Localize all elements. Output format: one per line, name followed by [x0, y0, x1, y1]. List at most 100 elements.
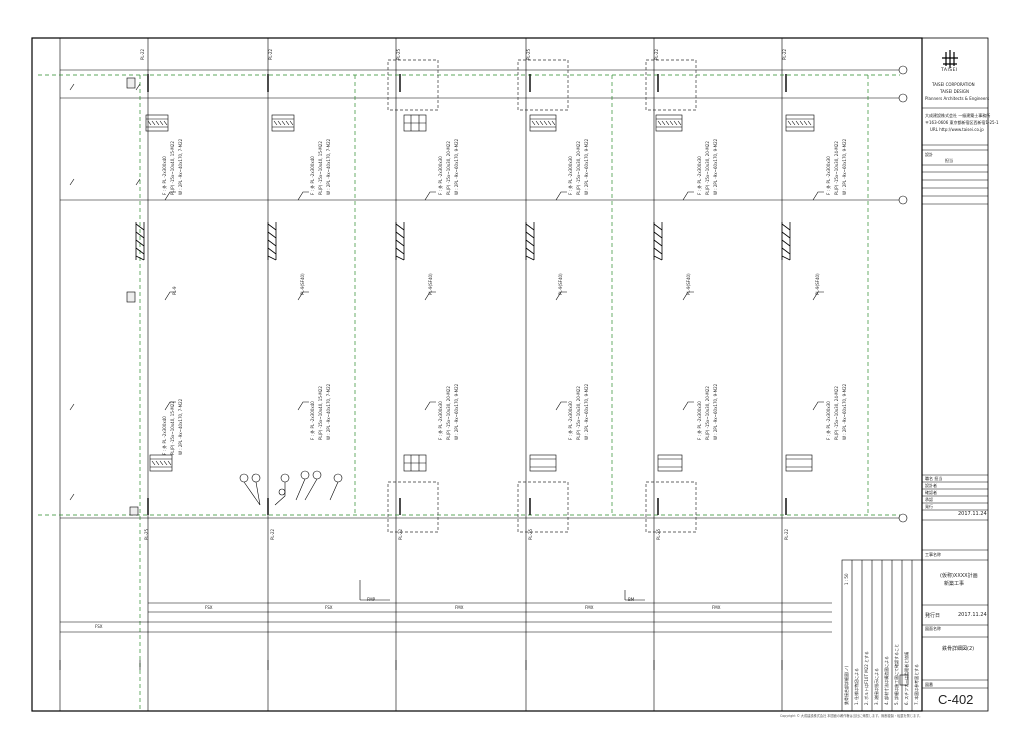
noteset-6-f: F : 外 PL -2x300x30	[826, 156, 831, 195]
titleblock-frame	[921, 37, 989, 712]
dimension-lines	[60, 580, 832, 633]
note-line-3: 3. 溶接は指示による	[874, 668, 879, 705]
dim-label-5: FMX	[712, 605, 721, 610]
drawing-label: 図面名称	[925, 626, 941, 631]
grid-bubbles	[898, 65, 908, 523]
noteset-4-w: W : 2PL -9x~60x170, 9-M22	[584, 138, 589, 195]
noteset-low-1-pl: PL(P) -15x~10x40, 15-M22	[170, 401, 175, 455]
noteset-2-pl: PL(P) -15x~10x40, 15-M22	[318, 141, 323, 195]
note-line-1: 1. 仕様は特記による	[854, 668, 859, 705]
noteset-3-pl: PL(P) -15x~10x30, 20-M22	[446, 141, 451, 195]
taisei-logo-mark	[942, 50, 958, 68]
bottom-label-3: PL-22	[398, 528, 403, 540]
note-line-7: 7. 本図は参考図とする	[914, 664, 919, 705]
noteset-low-4-f: F : 外 PL -2x300x30	[568, 401, 573, 440]
noteset-low-1-w: W : 2PL -9x~40x170, 7-M22	[178, 398, 183, 455]
level-markers	[59, 660, 783, 670]
noteset-3-w: W : 2PL -9x~60x170, 9-M22	[454, 138, 459, 195]
dim-label-2: FSX	[325, 605, 333, 610]
bottom-label-6: PL-22	[784, 528, 789, 540]
noteset-1-f: F : 外 PL -2x300x40	[162, 156, 167, 195]
noteset-1-w: W : 2PL -9x~40x170, 7-M22	[178, 138, 183, 195]
noteset-2-w: W : 2PL -9x~40x170, 7-M22	[326, 138, 331, 195]
dept-label: 設計	[925, 152, 933, 157]
lower-row-2: 設計者	[925, 483, 937, 488]
mid-label-3: PL-9(SF40)	[428, 273, 433, 295]
project-sub: 新築工事	[944, 581, 965, 587]
noteset-low-6-pl: PL(P) -15x~10x30, 24-M22	[834, 386, 839, 440]
green-dashed-lines	[38, 74, 900, 711]
dept-row: 担当	[945, 158, 953, 163]
address-jp: 大成建設株式会社 一級建築士事務所	[925, 113, 991, 118]
lower-row-5: 発行	[925, 504, 933, 509]
noteset-low-4-pl: PL(P) -15x~10x30, 20-M22	[576, 386, 581, 440]
noteset-low-2-f: F : 外 PL -2x300x40	[310, 401, 315, 440]
date-top: 2017.11.24	[958, 511, 987, 517]
small-blocks	[126, 77, 139, 516]
noteset-low-3-f: F : 外 PL -2x300x30	[438, 401, 443, 440]
sheet-border	[31, 37, 923, 712]
grid-lines-horizontal	[60, 69, 900, 519]
notes-table	[841, 559, 923, 712]
project-title: (仮称)XXXX計画	[940, 573, 978, 579]
mid-label-6: PL-9(SF40)	[815, 273, 820, 295]
noteset-6-w: W : 2PL -9x~60x170, 9-M22	[842, 138, 847, 195]
dim-label-3: FMX	[455, 605, 464, 610]
pl9-label: PL-9	[172, 286, 177, 295]
col-label-1: PL-22	[140, 48, 145, 60]
sheet-number: C-402	[938, 692, 974, 707]
dim-label-4: FMX	[585, 605, 594, 610]
scale-label: 1 : 50	[844, 573, 849, 585]
noteset-low-5-pl: PL(P) -15x~10x30, 20-M22	[705, 386, 710, 440]
bm-label: BM	[628, 597, 635, 602]
noteset-2-f: F : 外 PL -2x300x40	[310, 156, 315, 195]
mid-label-2: PL-9(SF40)	[300, 273, 305, 295]
col-label-4: PL-25	[526, 48, 531, 60]
noteset-low-6-f: F : 外 PL -2x300x30	[826, 401, 831, 440]
bottom-label-5: PL-25	[656, 528, 661, 540]
bottom-label-1: PL-25	[144, 528, 149, 540]
mid-label-5: PL-9(SF40)	[686, 273, 691, 295]
note-line-4: 4. 部材寸法は構造図による	[884, 656, 889, 705]
issue-label: 発行日	[925, 613, 941, 619]
tagline: Planners Architects & Engineers	[925, 96, 990, 101]
titleblock-rows	[922, 107, 988, 689]
noteset-6-pl: PL(P) -15x~10x30, 24-M22	[834, 141, 839, 195]
note-line-5: 5. 詳細は施工図にて確認すること	[894, 643, 899, 705]
noteset-5-f: F : 外 PL -2x300x30	[697, 156, 702, 195]
grid-lines-vertical	[59, 38, 783, 711]
fmp-label: FMP	[367, 597, 376, 602]
leader-marks	[69, 83, 824, 501]
col-label-5: PL-22	[654, 48, 659, 60]
noteset-low-3-w: W : 2PL -9x~60x170, 9-M22	[454, 383, 459, 440]
bottom-label-2: PL-22	[270, 528, 275, 540]
col-label-3: PL-25	[396, 48, 401, 60]
noteset-low-1-f: F : 外 PL -2x300x40	[162, 416, 167, 455]
dim-label-1: FSX	[205, 605, 213, 610]
design-name-en: TAISEI DESIGN	[940, 89, 969, 94]
col-label-6: PL-22	[782, 48, 787, 60]
mid-label-4: PL-9(SF40)	[558, 273, 563, 295]
notes-title: 鉄骨接合部詳細図(ノ)	[844, 665, 849, 705]
copyright-notice: Copyright © 大成建設株式会社 本図面の著作権は当社に帰属します。無断…	[780, 714, 923, 718]
noteset-low-2-pl: PL(P) -15x~10x40, 15-M22	[318, 386, 323, 440]
sheet-label: 図番	[925, 682, 933, 687]
noteset-low-6-w: W : 2PL -9x~60x170, 9-M22	[842, 383, 847, 440]
noteset-3-f: F : 外 PL -2x300x30	[438, 156, 443, 195]
noteset-5-pl: PL(P) -15x~10x30, 20-M22	[705, 141, 710, 195]
noteset-low-5-f: F : 外 PL -2x300x30	[697, 401, 702, 440]
truss-symbols	[135, 222, 791, 261]
node-detail	[239, 470, 343, 506]
noteset-low-3-pl: PL(P) -15x~10x30, 20-M22	[446, 386, 451, 440]
bottom-label-4: PL-25	[528, 528, 533, 540]
issue-date: 2017.11.24	[958, 612, 987, 618]
noteset-low-2-w: W : 2PL -9x~40x170, 7-M22	[326, 383, 331, 440]
lower-row-3: 確認者	[925, 490, 937, 495]
company-url: URL http://www.taisei.co.jp	[930, 127, 984, 132]
noteset-4-f: F : 外 PL -2x300x30	[568, 156, 573, 195]
col-label-2: PL-22	[268, 48, 273, 60]
logo-label: TAISEI	[941, 68, 958, 73]
note-line-2: 2. ボルトはF10T M22 とする	[864, 651, 869, 705]
project-label: 工事名称	[925, 552, 941, 557]
